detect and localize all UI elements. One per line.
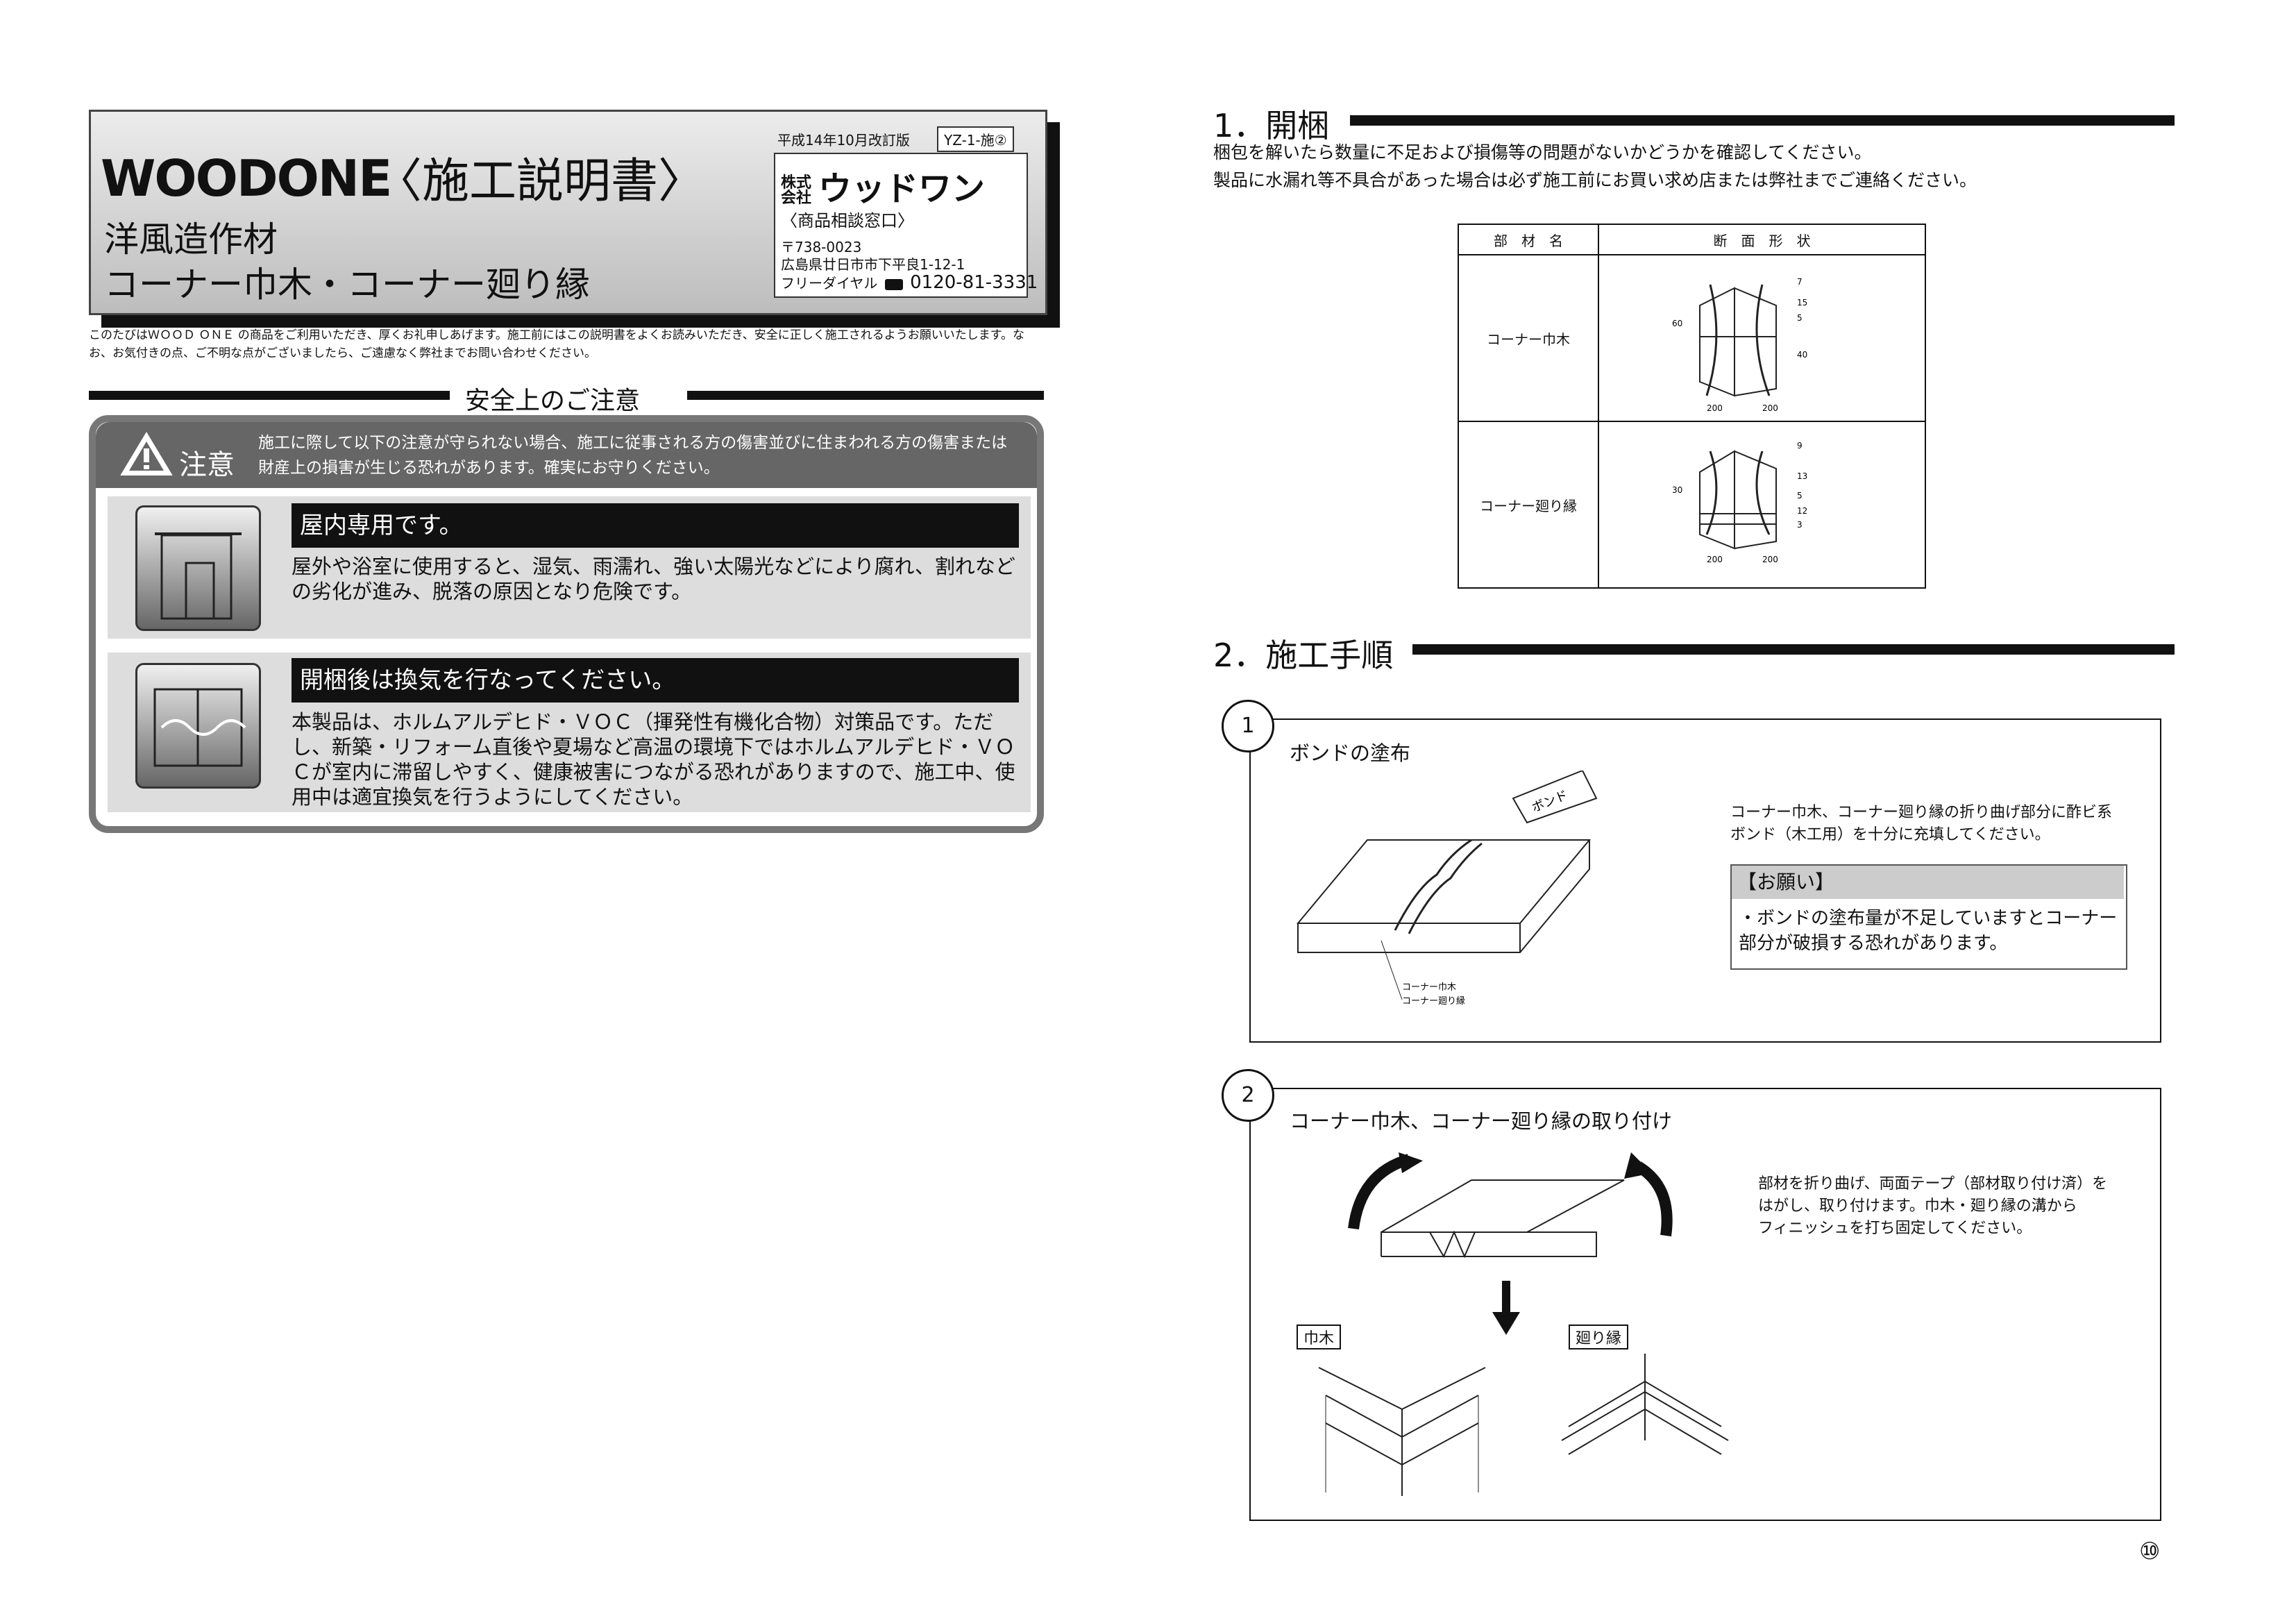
- house-icon: [135, 505, 261, 631]
- ventilation-icon: [135, 663, 261, 789]
- caution-band: [96, 422, 1037, 488]
- request-box: [1730, 864, 2127, 970]
- svg-text:60: 60: [1672, 319, 1682, 328]
- step-1-desc-1: コーナー巾木、コーナー廻り縁の折り曲げ部分に酢ビ系: [1730, 804, 2113, 821]
- woodone-logo: WOODONE: [101, 149, 392, 208]
- step-2-desc-3: フィニッシュを打ち固定してください。: [1758, 1220, 2032, 1237]
- table-row: コーナー巾木 60 7 15 5 40 200 200: [1458, 254, 1926, 422]
- table-row: コーナー廻り縁 30 9 13 5 12 3 200 200: [1458, 421, 1926, 589]
- safety-rule-right: [687, 391, 1044, 400]
- freedial-label: フリーダイヤル: [781, 275, 878, 292]
- svg-text:30: 30: [1672, 485, 1682, 495]
- svg-text:コーナー巾木: コーナー巾木: [1402, 982, 1456, 993]
- freedial: フリーダイヤル 0120-81-3331: [781, 272, 1038, 293]
- bond-application-illustration: ボンド コーナー巾木 コーナー廻り縁: [1296, 771, 1598, 1007]
- subtitle-category: 洋風造作材: [104, 219, 278, 260]
- step-2-desc-2: はがし、取り付けます。巾木・廻り縁の溝から: [1758, 1197, 2077, 1215]
- step-1-title: ボンドの塗布: [1290, 741, 1411, 765]
- request-heading: 【お願い】: [1732, 866, 2124, 899]
- baseboard-tag: 巾木: [1297, 1325, 1342, 1349]
- part-shape-baseboard: 60 7 15 5 40 200 200: [1598, 254, 1926, 422]
- svg-text:9: 9: [1797, 441, 1803, 451]
- svg-text:15: 15: [1797, 298, 1807, 308]
- svg-text:5: 5: [1797, 313, 1803, 323]
- parts-table: 部 材 名 断 面 形 状 コーナー巾木 60 7 15 5 40 200 20…: [1458, 224, 1926, 589]
- freedial-icon: [884, 278, 903, 290]
- svg-text:200: 200: [1762, 403, 1778, 413]
- crown-install-illustration: [1561, 1354, 1729, 1455]
- svg-text:7: 7: [1797, 277, 1803, 287]
- request-text: ・ボンドの塗布量が不足していますとコーナー部分が破損する恐れがあります。: [1739, 908, 2118, 954]
- company-box: [774, 153, 1028, 298]
- safety-item-1-title: 屋内専用です。: [292, 503, 1019, 548]
- consult-window-label: 〈商品相談窓口〉: [781, 211, 914, 230]
- part-name: コーナー巾木: [1458, 254, 1599, 422]
- postal-code: 〒738-0023: [781, 239, 862, 255]
- step-1-desc-2: ボンド（木工用）を十分に充填してください。: [1730, 826, 2050, 843]
- safety-heading: 安全上のご注意: [465, 387, 641, 415]
- section-1-text-2: 製品に水漏れ等不具合があった場合は必ず施工前にお買い求め店または弊社までご連絡く…: [1213, 170, 1977, 190]
- company-prefix: 株式会社: [781, 174, 812, 207]
- crown-tag: 廻り縁: [1569, 1325, 1629, 1349]
- intro-text: このたびはＷＯＯＤ ＯＮＥ の商品をご利用いただき、厚くお礼申しあげます。施工前…: [89, 328, 1025, 360]
- company-address: 広島県廿日市市下平良1-12-1: [781, 256, 965, 273]
- svg-text:3: 3: [1797, 520, 1803, 530]
- document-title: 〈施工説明書〉: [375, 154, 706, 209]
- section-1-heading: 1．開梱: [1213, 107, 1330, 144]
- step-1-number: 1: [1222, 700, 1274, 752]
- document-number: YZ-1-施②: [937, 126, 1014, 152]
- baseboard-install-illustration: [1318, 1367, 1486, 1496]
- freedial-number: 0120-81-3331: [910, 272, 1038, 293]
- step-2-desc-1: 部材を折り曲げ、両面テープ（部材取り付け済）を: [1758, 1175, 2108, 1193]
- svg-text:12: 12: [1797, 506, 1807, 516]
- step-2-number: 2: [1222, 1069, 1274, 1122]
- table-header-shape: 断 面 形 状: [1598, 224, 1926, 255]
- baseboard-profile-icon: 60 7 15 5 40 200 200: [1672, 277, 1807, 413]
- section-2-rule: [1412, 644, 2175, 655]
- folding-illustration: [1348, 1152, 1673, 1259]
- page-number: ⑩: [2139, 1538, 2161, 1565]
- part-name: コーナー廻り縁: [1458, 421, 1599, 589]
- crown-profile-icon: 30 9 13 5 12 3 200 200: [1672, 441, 1807, 564]
- step-2-title: コーナー巾木、コーナー廻り縁の取り付け: [1290, 1109, 1673, 1133]
- revision-label: 平成14年10月改訂版: [777, 132, 910, 149]
- safety-item-2-title: 開梱後は換気を行なってください。: [292, 658, 1019, 703]
- warning-icon: [120, 432, 173, 476]
- safety-item-1-text: 屋外や浴室に使用すると、湿気、雨濡れ、強い太陽光などにより腐れ、割れなどの劣化が…: [292, 555, 1015, 603]
- down-arrow-icon: [1492, 1281, 1520, 1335]
- caution-label: 注意: [179, 449, 235, 481]
- svg-text:5: 5: [1797, 491, 1803, 501]
- section-2-heading: 2．施工手順: [1213, 637, 1394, 674]
- svg-text:200: 200: [1707, 555, 1723, 564]
- svg-text:40: 40: [1797, 350, 1807, 360]
- svg-text:200: 200: [1762, 555, 1778, 564]
- part-shape-crown: 30 9 13 5 12 3 200 200: [1598, 421, 1926, 589]
- section-1-text-1: 梱包を解いたら数量に不足および損傷等の問題がないかどうかを確認してください。: [1213, 142, 1872, 162]
- table-header-name: 部 材 名: [1458, 224, 1599, 255]
- safety-item-2-text: 本製品は、ホルムアルデヒド・ＶＯＣ（揮発性有機化合物）対策品です。ただし、新築・…: [292, 710, 1015, 809]
- svg-text:200: 200: [1707, 403, 1723, 413]
- company-name: 株式会社ウッドワン: [781, 161, 985, 210]
- subtitle-product: コーナー巾木・コーナー廻り縁: [104, 264, 590, 305]
- caution-text: 施工に際して以下の注意が守られない場合、施工に従事される方の傷害並びに住まわれる…: [258, 434, 1008, 477]
- svg-text:13: 13: [1797, 471, 1807, 481]
- svg-text:コーナー廻り縁: コーナー廻り縁: [1402, 995, 1465, 1007]
- safety-rule-left: [89, 391, 450, 400]
- company-name-text: ウッドワン: [818, 169, 986, 208]
- section-1-rule: [1350, 115, 2175, 126]
